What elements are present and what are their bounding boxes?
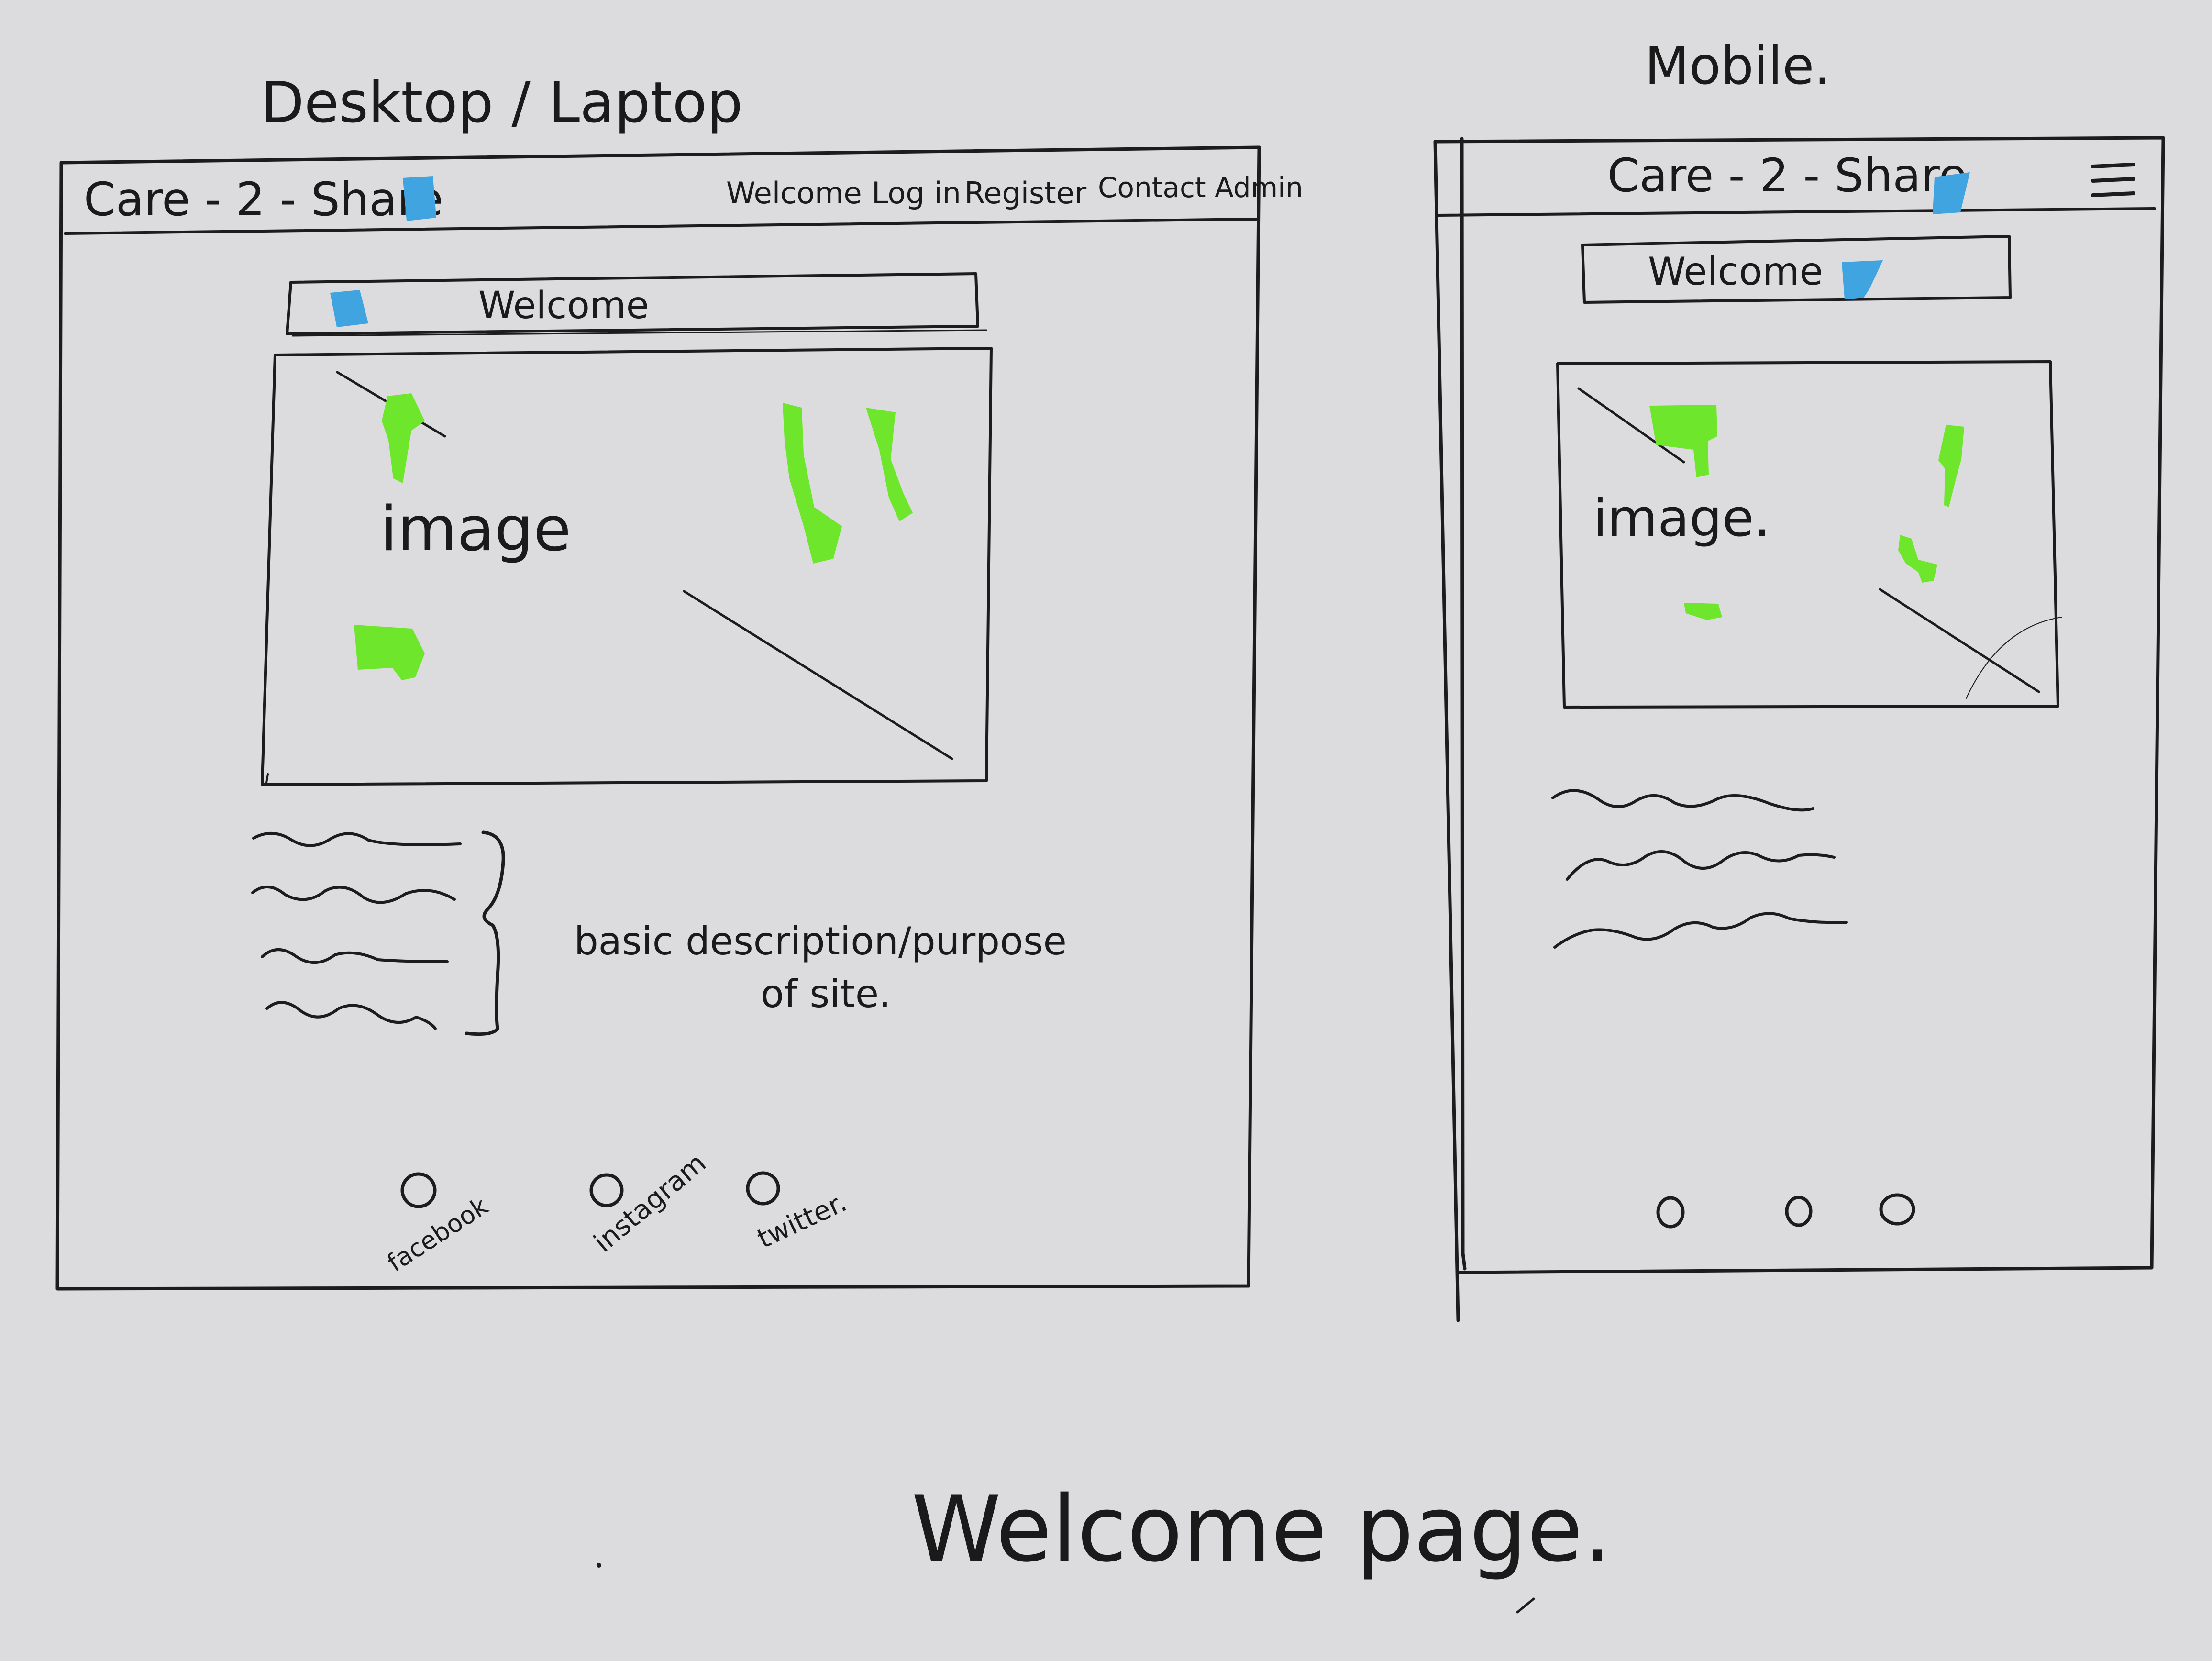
- instagram-icon[interactable]: [589, 1173, 624, 1207]
- desktop-welcome-bar: [286, 272, 979, 335]
- stray-mark: [1516, 1597, 1535, 1614]
- desktop-brand-logo-icon: [403, 176, 436, 221]
- desktop-header-divider: [64, 218, 1258, 235]
- mobile-header-divider: [1437, 207, 2156, 217]
- instagram-label[interactable]: instagram: [588, 1147, 712, 1258]
- facebook-label[interactable]: facebook: [382, 1192, 493, 1278]
- desktop-description-brace: [465, 830, 505, 1036]
- mobile-welcome-bar: [1581, 235, 2012, 304]
- twitter-label[interactable]: twitter.: [752, 1186, 851, 1254]
- mobile-frame: [1433, 136, 2165, 1274]
- mobile-heading: Mobile.: [1645, 36, 1831, 96]
- desktop-nav-register[interactable]: Register: [964, 176, 1087, 210]
- mobile-brand-logo-icon: [1933, 172, 1970, 214]
- desktop-image-placeholder: [261, 347, 993, 786]
- desktop-welcome-text: Welcome: [478, 284, 649, 327]
- hamburger-menu-icon[interactable]: [2091, 163, 2135, 197]
- mobile-image-marker-shapes: [1649, 405, 1964, 620]
- desktop-nav-login[interactable]: Log in: [872, 176, 961, 210]
- mobile-twitter-icon[interactable]: [1879, 1193, 1915, 1226]
- stray-dot: [597, 1563, 601, 1568]
- desktop-image-marker-shapes: [354, 393, 913, 680]
- mobile-welcome-logo-icon: [1842, 260, 1883, 299]
- desktop-description-lines: [251, 832, 462, 1030]
- mobile-description-lines: [1551, 789, 1848, 949]
- desktop-brand[interactable]: Care - 2 - Share: [84, 173, 443, 226]
- page-caption: Welcome page.: [911, 1476, 1612, 1582]
- mobile-facebook-icon[interactable]: [1656, 1196, 1685, 1229]
- desktop-frame: [55, 145, 1261, 1291]
- desktop-description-note-2: of site.: [761, 972, 891, 1016]
- twitter-icon[interactable]: [746, 1171, 780, 1206]
- desktop-welcome-logo-icon: [330, 290, 368, 327]
- mobile-brand[interactable]: Care - 2 - Share: [1607, 149, 1967, 202]
- mobile-instagram-icon[interactable]: [1785, 1196, 1813, 1227]
- desktop-heading: Desktop / Laptop: [261, 69, 743, 135]
- mobile-image-label: image.: [1593, 488, 1770, 548]
- desktop-description-note: basic description/purpose: [574, 919, 1067, 963]
- desktop-image-label: image: [380, 494, 571, 565]
- facebook-icon[interactable]: [400, 1172, 437, 1208]
- mobile-welcome-text: Welcome: [1648, 249, 1823, 294]
- desktop-nav-welcome[interactable]: Welcome: [726, 176, 862, 210]
- mobile-image-placeholder: [1556, 360, 2059, 709]
- desktop-nav-contact-admin[interactable]: Contact Admin: [1098, 171, 1303, 204]
